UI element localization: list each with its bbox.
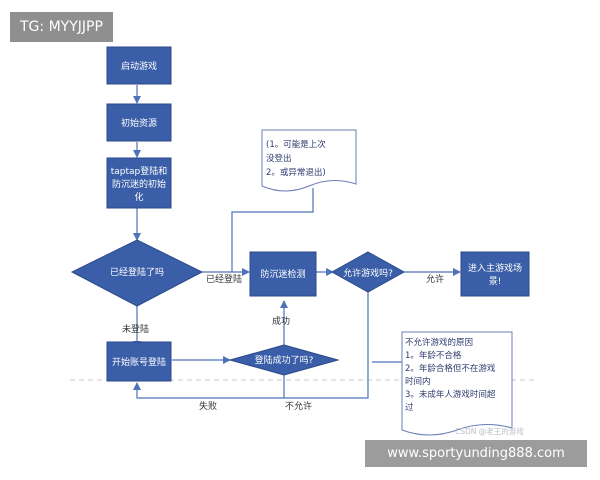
label-enter-scene-2: 景! [489,276,502,287]
process-boxes [106,46,530,382]
note-reason-shape [401,331,513,436]
note-top-line-3: 2。或异常退出) [266,167,326,178]
label-start-login: 开始账号登陆 [112,356,166,368]
label-start: 启动游戏 [121,60,157,72]
box-start [106,46,172,85]
note-top-shape [261,129,357,192]
overlay-tag: TG: MYYJJPP [10,12,113,42]
note-top-line-2: 没登出 [266,153,292,164]
edge-fail-back [133,374,285,399]
box-init-res [106,103,172,142]
decision-diamonds [70,239,406,376]
edge-label-already-logged: 已经登陆 [206,273,242,285]
label-enter-scene-1: 进入主游戏场 [468,262,522,274]
label-logged-in-q: 已经登陆了吗 [110,266,164,278]
note-reason-line-4: 时间内 [405,376,431,387]
note-reason-line-3: 2。年龄合格但不在游戏 [405,363,496,374]
label-login-success-q: 登陆成功了吗? [255,354,314,366]
edge-label-not-allowed: 不允许 [285,400,312,412]
box-start-login [106,341,172,382]
edge-notallowed-back [284,292,369,399]
edge-note-link [231,188,314,272]
diamond-logged-in [70,239,204,307]
label-anti-addiction: 防沉迷检测 [260,268,305,280]
edge-label-not-logged: 未登陆 [122,323,149,335]
site-banner: www.sportyunding888.com [365,440,587,467]
box-sdk-init [106,157,172,209]
label-sdk-init-3: 化 [134,191,143,203]
label-sdk-init-1: taptap登陆和 [111,165,168,177]
edge-label-allow: 允许 [426,273,444,285]
label-sdk-init-2: 防沉迷的初始 [112,178,166,190]
watermark: CSDN @老王的游戏 [455,426,524,436]
note-reason-line-1: 不允许游戏的原因 [405,337,473,348]
edge-label-success: 成功 [272,315,290,327]
note-reason-line-5: 3。未成年人游戏时间超 [405,389,496,400]
note-reason-line-6: 过 [405,402,414,413]
diamond-login-success [228,344,340,376]
box-enter-scene [460,251,530,297]
label-allow-q: 允许游戏吗? [343,267,393,279]
edge-label-fail: 失败 [199,400,217,412]
box-anti-addiction [249,251,317,297]
label-init-res: 初始资源 [121,117,157,129]
diamond-allow [330,251,406,293]
note-top-line-1: (1。可能是上次 [266,139,326,150]
note-reason-line-2: 1。年龄不合格 [405,350,462,361]
connectors [133,85,461,399]
